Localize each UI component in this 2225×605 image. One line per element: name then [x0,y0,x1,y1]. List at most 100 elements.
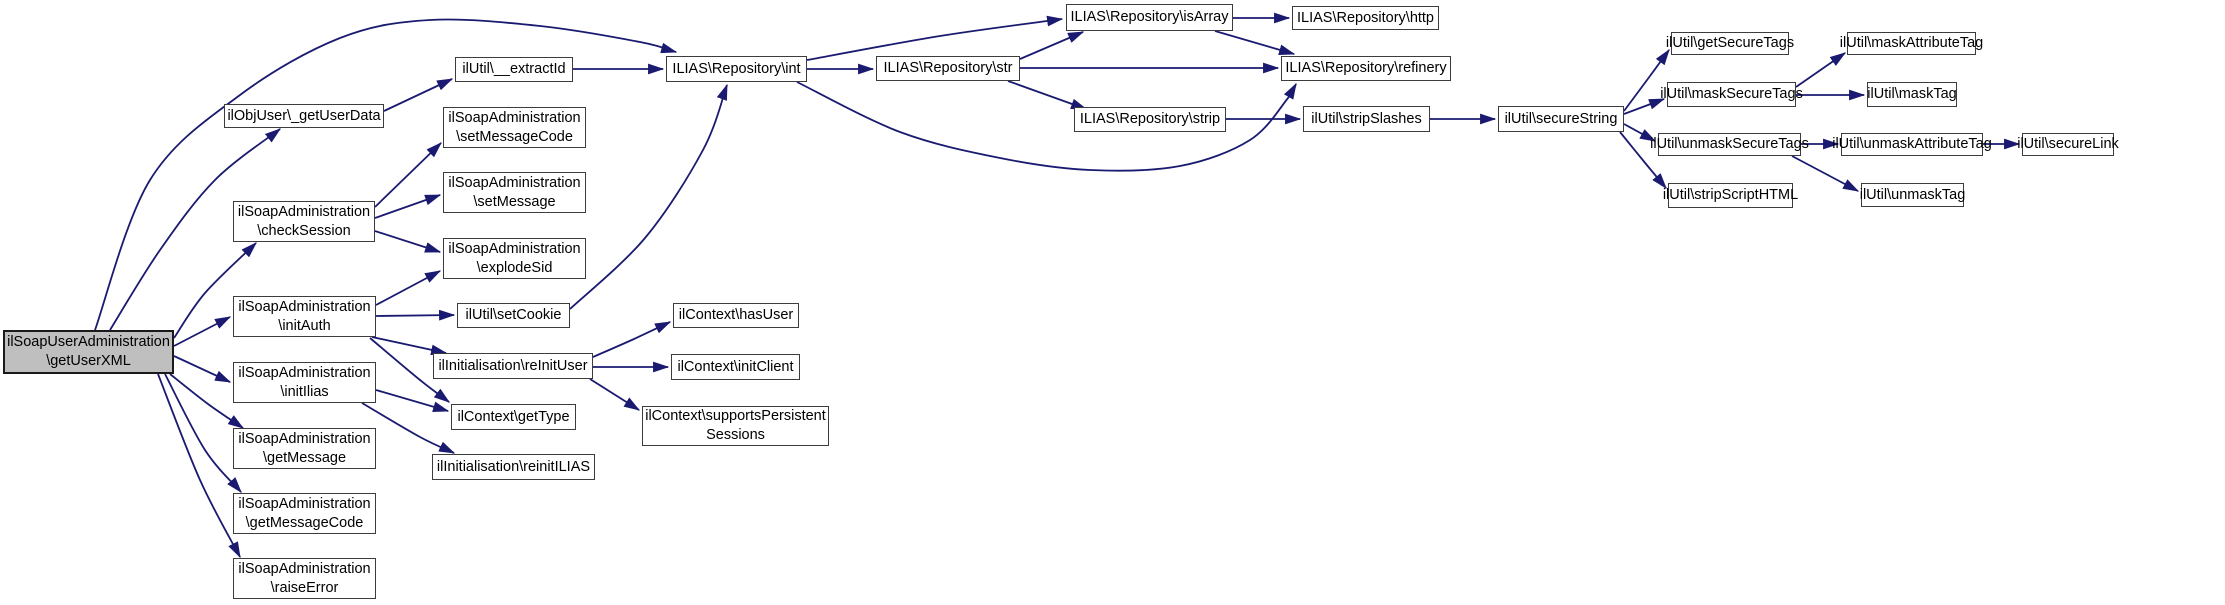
node-unmaskTag[interactable]: ilUtil\unmaskTag [1859,183,1966,207]
node-extractId[interactable]: ilUtil\__extractId [455,57,573,82]
node-reInitUser[interactable]: ilInitialisation\reInitUser [433,353,593,379]
node-label-line: Sessions [706,427,765,443]
node-label-line: ilSoapAdministration [448,174,581,191]
edge-reInitUser-to-hasUser [592,321,672,358]
node-int[interactable]: ILIAS\Repository\int [666,56,807,82]
node-label-line: \initAuth [278,317,331,334]
node-label-line: ilContext\getType [457,408,570,425]
edge-int-to-isArray [806,15,1064,61]
node-label-line: \getMessageCode [245,514,364,531]
edge-setCookie-to-int [569,83,728,310]
node-initClient[interactable]: ilContext\initClient [671,354,800,380]
edge-secureString-to-unmaskSecureTags [1623,123,1657,142]
node-label-line: ilSoapAdministration [238,495,371,512]
edge-getUserXML-to-raiseError [157,373,241,559]
node-label-line: ilSoapAdministration [448,240,581,257]
node-label-line: ilContext\initClient [677,358,794,375]
edge-secureString-to-stripScriptHTML [1619,131,1667,189]
node-maskSecureTags[interactable]: ilUtil\maskSecureTags [1660,82,1803,107]
edge-initAuth-to-setCookie [375,309,456,321]
node-label-line: ilUtil\unmaskAttributeTag [1832,136,1992,152]
node-label-line: ilUtil\maskAttributeTag [1839,35,1984,51]
node-label-line: \getMessage [262,449,347,466]
node-explodeSid[interactable]: ilSoapAdministration \explodeSid [443,238,586,279]
node-label-line: ilUtil\unmaskTag [1859,186,1966,203]
node-stripScriptHTML[interactable]: ilUtil\stripScriptHTML [1663,183,1798,208]
node-label-line: ilSoapAdministration [238,430,371,447]
node-secureLink[interactable]: ilUtil\secureLink [2017,133,2119,156]
node-setMessageCode[interactable]: ilSoapAdministration\setMessageCode [443,107,586,148]
node-label-line: \explodeSid [476,259,553,276]
edge-initIlias-to-getType [375,389,450,413]
node-label-line: \raiseError [270,579,339,596]
node-secureString[interactable]: ilUtil\secureString [1498,106,1624,132]
node-getMessageCode[interactable]: ilSoapAdministration \getMessageCode [233,493,376,534]
edge-initIlias-to-reinitILIAS [361,402,456,454]
node-setCookie[interactable]: ilUtil\setCookie [457,303,570,328]
node-isArray[interactable]: ILIAS\Repository\isArray [1066,4,1233,31]
node-checkSession[interactable]: ilSoapAdministration \checkSession [233,201,375,242]
node-maskTag[interactable]: ilUtil\maskTag [1867,82,1957,107]
edge-secureString-to-getSecureTags [1623,48,1670,112]
node-initIlias[interactable]: ilSoapAdministration\initIlias [233,362,376,403]
node-label-line: ilSoapAdministration [238,560,371,577]
node-initAuth[interactable]: ilSoapAdministration \initAuth [233,296,376,337]
node-getSecureTags[interactable]: ilUtil\getSecureTags [1666,32,1794,55]
node-unmaskSecureTags[interactable]: ilUtil\unmaskSecureTags [1650,133,1809,156]
node-label-line: ILIAS\Repository\refinery [1285,60,1447,76]
edge-initAuth-to-reInitUser [371,336,448,356]
node-reinitILIAS[interactable]: ilInitialisation\reinitILIAS [432,454,595,480]
node-label-line: \setMessageCode [456,128,573,145]
node-str[interactable]: ILIAS\Repository\str [876,56,1020,81]
edge-checkSession-to-setMessageCode [374,142,442,208]
node-label-line: ILIAS\Repository\int [672,60,801,77]
edge-initAuth-to-getType [369,337,451,403]
node-http[interactable]: ILIAS\Repository\http [1292,6,1439,30]
node-getType[interactable]: ilContext\getType [451,404,576,430]
node-label-line: ilContext\supportsPersistent [645,408,826,424]
node-label-line: ilUtil\maskSecureTags [1660,86,1803,102]
node-setMessage[interactable]: ilSoapAdministration\setMessage [443,172,586,213]
node-label-line: ilUtil\secureString [1504,110,1618,127]
node-label-line: ilSoapUserAdministration [7,334,170,350]
edge-getUserXML-to-getUserData [109,128,281,331]
node-label-line: ILIAS\Repository\http [1296,9,1434,26]
node-label-line: ilSoapAdministration [238,298,371,315]
node-label-line: ilUtil\getSecureTags [1665,35,1795,51]
node-label-line: ilUtil\setCookie [465,307,562,323]
node-label-line: ILIAS\Repository\isArray [1070,9,1229,25]
node-label-line: ilSoapAdministration [237,203,371,220]
node-strip[interactable]: ILIAS\Repository\strip [1074,107,1226,132]
edge-getUserXML-to-getMessageCode [164,373,242,493]
node-label-line: \checkSession [257,222,351,239]
node-label-line: ilInitialisation\reinitILIAS [436,458,591,475]
edge-maskSecureTags-to-maskAttributeTag [1795,52,1847,88]
node-getUserXML: ilSoapUserAdministration \getUserXML [3,330,174,374]
node-refinery[interactable]: ILIAS\Repository\refinery [1281,56,1451,81]
node-hasUser[interactable]: ilContext\hasUser [673,303,799,328]
node-getUserData[interactable]: ilObjUser\_getUserData [224,104,384,128]
node-maskAttributeTag[interactable]: ilUtil\maskAttributeTag [1840,32,1983,55]
node-unmaskAttributeTag[interactable]: ilUtil\unmaskAttributeTag [1832,133,1992,156]
node-label-line: ilContext\hasUser [678,307,794,323]
node-label-line: \getUserXML [46,353,131,369]
edge-reInitUser-to-supportsPersistentSessions [589,378,641,411]
node-stripSlashes[interactable]: ilUtil\stripSlashes [1303,106,1430,132]
node-getMessage[interactable]: ilSoapAdministration \getMessage [233,428,376,469]
node-label-line: ILIAS\Repository\str [883,60,1013,76]
edge-getUserXML-to-checkSession [173,242,257,339]
node-label-line: ilSoapAdministration [238,364,371,381]
node-label-line: ilUtil\unmaskSecureTags [1650,136,1809,152]
edge-int-to-refinery [796,81,1297,172]
node-label-line: ilUtil\stripScriptHTML [1662,187,1799,203]
edge-checkSession-to-explodeSid [374,230,442,253]
edge-str-to-strip [1007,80,1088,110]
edge-getUserXML-to-int [94,18,678,331]
edge-getUserData-to-extractId [383,78,454,112]
node-raiseError[interactable]: ilSoapAdministration \raiseError [233,558,376,599]
node-label-line: ilUtil\stripSlashes [1311,110,1422,127]
edge-initAuth-to-explodeSid [375,270,442,306]
